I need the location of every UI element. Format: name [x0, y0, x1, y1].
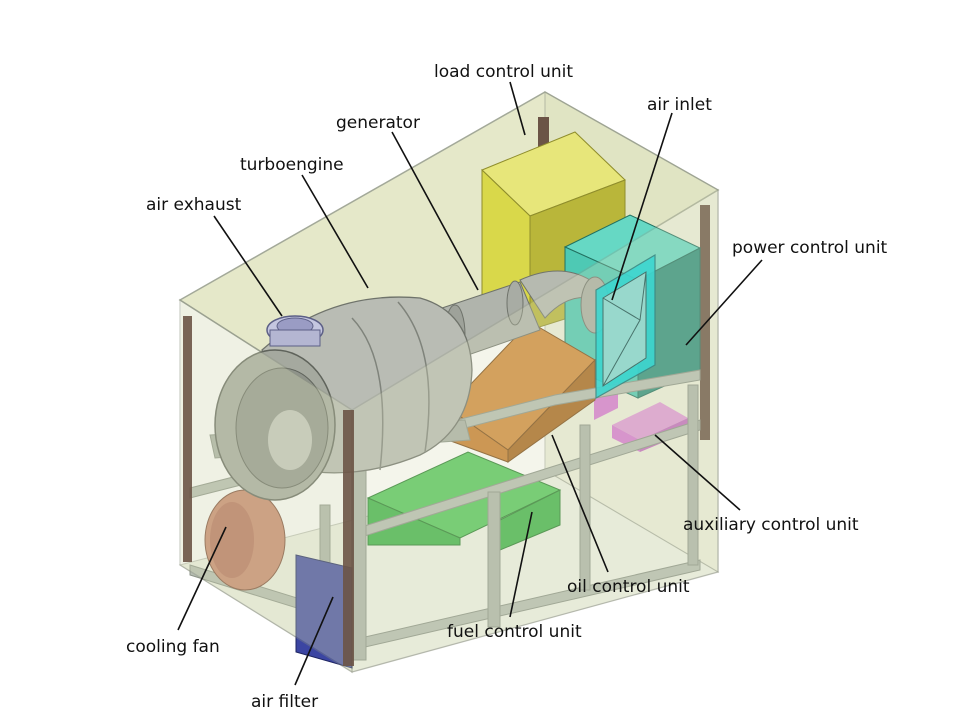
generator-flange-2	[506, 280, 524, 326]
leader-air-exhaust	[213, 215, 283, 317]
air-inlet-part	[595, 253, 656, 400]
enclosure-front	[179, 188, 719, 674]
engine-assembly	[214, 270, 610, 501]
leader-generator	[391, 131, 479, 291]
label-generator: generator	[336, 113, 420, 133]
air-exhaust-neck	[269, 329, 321, 347]
turboengine-front-core	[268, 410, 312, 470]
cooling-fan-part	[204, 489, 286, 591]
label-power-control-unit: power control unit	[732, 238, 888, 258]
leader-fuel-control-unit	[509, 511, 533, 618]
front-post-left	[183, 316, 192, 562]
cooling-fan-face	[210, 502, 254, 578]
frame-leg-3	[579, 424, 591, 591]
label-cooling-fan: cooling fan	[126, 637, 220, 657]
air-filter-part	[295, 554, 353, 669]
enclosure-left-face	[179, 298, 353, 674]
label-air-inlet: air inlet	[647, 95, 712, 115]
label-turboengine: turboengine	[240, 155, 344, 175]
leader-lines	[177, 81, 763, 686]
label-load-control-unit: load control unit	[434, 62, 573, 82]
leader-auxiliary-control-unit	[654, 434, 741, 511]
leader-air-inlet	[611, 112, 673, 301]
back-post-left	[538, 117, 549, 155]
label-oil-control-unit: oil control unit	[567, 577, 690, 597]
front-post-center	[343, 410, 354, 666]
turboengine-band-2	[397, 301, 430, 453]
air-inlet-opening	[602, 271, 647, 387]
label-auxiliary-control-unit: auxiliary control unit	[683, 515, 859, 535]
leader-oil-control-unit	[551, 434, 609, 573]
label-air-filter: air filter	[251, 692, 318, 712]
frame-leg-2	[487, 491, 501, 628]
oil-unit-side	[507, 358, 596, 463]
leader-load-control-unit	[509, 81, 526, 136]
turboengine-band-1	[351, 317, 384, 471]
labels: load control unit air inlet generator tu…	[126, 62, 888, 712]
leader-air-filter	[294, 596, 334, 686]
leader-cooling-fan	[177, 526, 227, 631]
label-air-exhaust: air exhaust	[146, 195, 242, 215]
label-fuel-control-unit: fuel control unit	[447, 622, 582, 642]
air-inlet-cone	[602, 271, 647, 387]
aux-unit-top	[612, 402, 688, 440]
leader-turboengine	[301, 174, 369, 289]
leader-power-control-unit	[685, 259, 763, 346]
frame-leg-4	[687, 384, 699, 566]
back-post-right	[700, 205, 710, 440]
